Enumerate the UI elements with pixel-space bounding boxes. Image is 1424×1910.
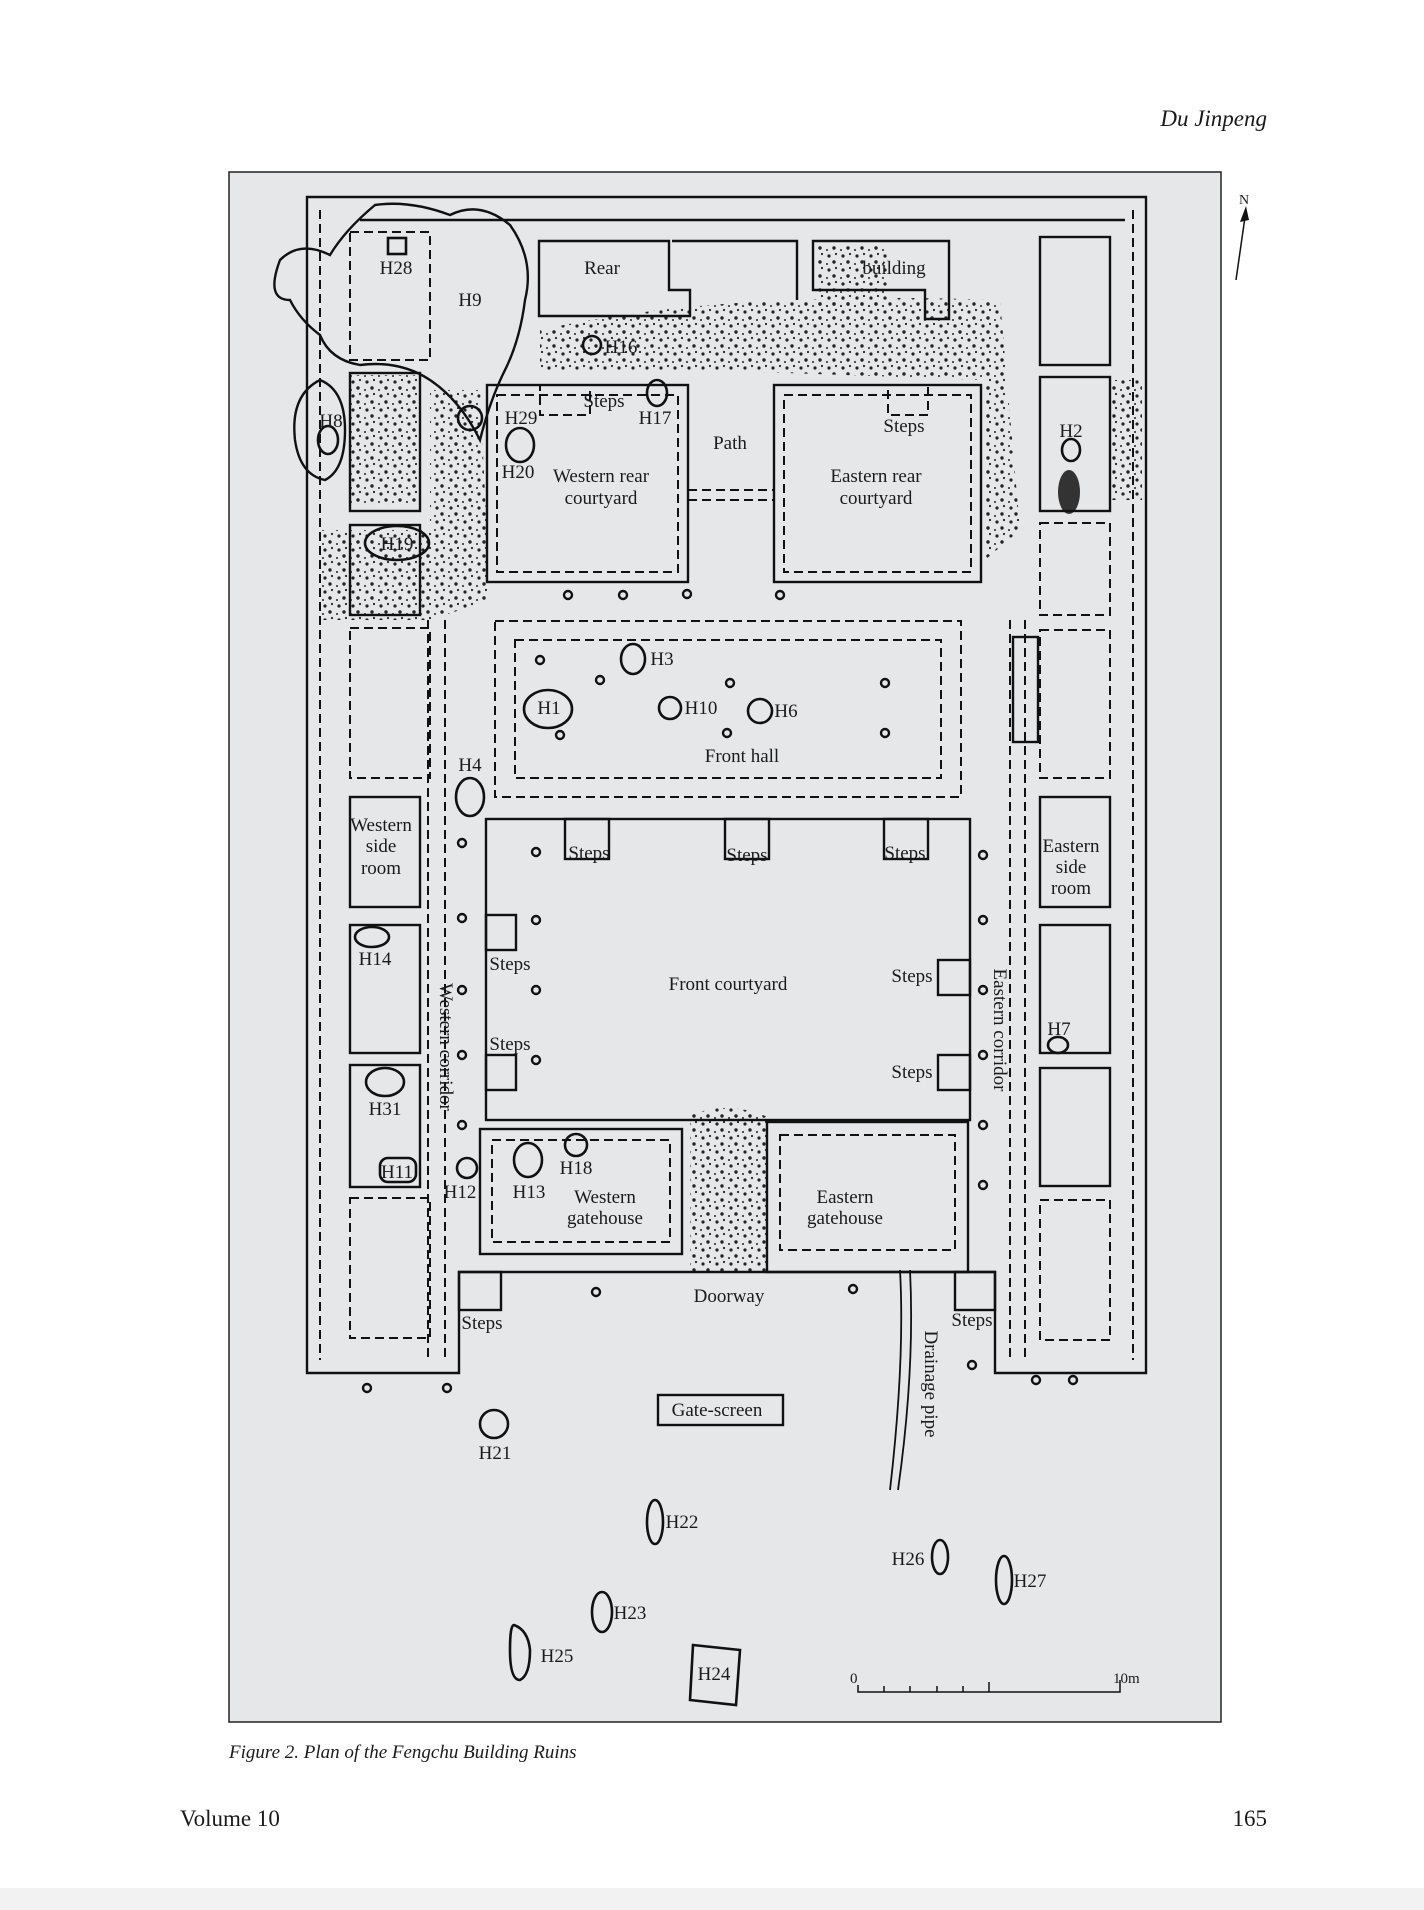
label-h28: H28: [380, 258, 413, 279]
label-h11: H11: [381, 1162, 413, 1183]
label-h1: H1: [537, 698, 560, 719]
label-drainage-pipe: Drainage pipe: [920, 1330, 941, 1437]
label-h10: H10: [685, 698, 718, 719]
drainage-pipe-line: [889, 1269, 913, 1491]
label-steps: Steps: [891, 966, 932, 987]
label-h7: H7: [1047, 1019, 1070, 1040]
label-h21: H21: [479, 1443, 512, 1464]
pit-h9-outline: [273, 202, 530, 444]
label-steps: Steps: [583, 391, 624, 412]
label-h26: H26: [892, 1549, 925, 1570]
label-steps: Steps: [568, 843, 609, 864]
label-h31: H31: [369, 1099, 402, 1120]
label-h22: H22: [666, 1512, 699, 1533]
label-h4: H4: [458, 755, 482, 776]
label-steps: Steps: [461, 1313, 502, 1334]
north-arrow: N: [1235, 193, 1249, 281]
label-h14: H14: [359, 949, 392, 970]
label-gate-screen: Gate-screen: [672, 1400, 763, 1421]
scale-end: 10m: [1113, 1671, 1140, 1687]
pit-h8-outline: [293, 378, 347, 482]
label-h12: H12: [444, 1182, 477, 1203]
label-steps: Steps: [951, 1310, 992, 1331]
label-eastern-corridor: Eastern corridor: [989, 969, 1010, 1093]
footer-page-number: 165: [1232, 1806, 1268, 1831]
label-eastern-rear-courtyard-2: courtyard: [840, 488, 913, 509]
stippled-deposits: [320, 245, 1142, 1275]
label-front-hall: Front hall: [705, 746, 779, 767]
label-steps: Steps: [726, 845, 767, 866]
label-doorway: Doorway: [694, 1286, 765, 1307]
footer-volume: Volume 10: [180, 1806, 280, 1831]
label-western-corridor: Western corridor: [435, 983, 456, 1111]
label-western-side-room-2: side: [366, 836, 397, 857]
label-h17: H17: [639, 408, 672, 429]
running-header-author: Du Jinpeng: [1160, 106, 1267, 131]
label-h6: H6: [774, 701, 797, 722]
label-eastern-rear-courtyard-1: Eastern rear: [830, 466, 922, 487]
label-front-courtyard: Front courtyard: [669, 974, 788, 995]
plan-labels: H28 H9 Rear building H16 Steps H17 H29 H…: [319, 258, 1100, 1685]
label-rear: Rear: [584, 258, 621, 279]
north-label: N: [1239, 193, 1249, 208]
label-h16: H16: [605, 337, 638, 358]
label-eastern-side-room-1: Eastern: [1043, 836, 1100, 857]
label-h8: H8: [319, 411, 342, 432]
label-western-gatehouse-2: gatehouse: [567, 1208, 643, 1229]
label-h18: H18: [560, 1158, 593, 1179]
label-steps: Steps: [884, 843, 925, 864]
label-h19: H19: [381, 534, 414, 555]
label-h27: H27: [1014, 1571, 1047, 1592]
label-h24: H24: [698, 1664, 731, 1685]
label-western-rear-courtyard-2: courtyard: [565, 488, 638, 509]
scale-bar: 0 10m: [850, 1671, 1140, 1693]
label-h13: H13: [513, 1182, 546, 1203]
label-h9: H9: [458, 290, 481, 311]
figure-caption: Figure 2. Plan of the Fengchu Building R…: [229, 1742, 577, 1763]
gate-screen-outline: [656, 1393, 785, 1427]
post-holes: [361, 588, 1079, 1394]
label-path: Path: [713, 433, 747, 454]
label-h2: H2: [1059, 421, 1082, 442]
label-western-side-room-1: Western: [350, 815, 412, 836]
label-h23: H23: [614, 1603, 647, 1624]
label-h25: H25: [541, 1646, 574, 1667]
label-western-rear-courtyard-1: Western rear: [553, 466, 650, 487]
label-building: building: [862, 258, 926, 279]
label-eastern-gatehouse-1: Eastern: [817, 1187, 874, 1208]
label-steps: Steps: [883, 416, 924, 437]
label-steps: Steps: [489, 954, 530, 975]
label-western-side-room-3: room: [361, 858, 401, 879]
label-steps: Steps: [891, 1062, 932, 1083]
bottom-strip: [0, 1888, 1424, 1910]
label-eastern-gatehouse-2: gatehouse: [807, 1208, 883, 1229]
label-steps: Steps: [489, 1034, 530, 1055]
label-h3: H3: [650, 649, 673, 670]
label-eastern-side-room-3: room: [1051, 878, 1091, 899]
label-eastern-side-room-2: side: [1056, 857, 1087, 878]
label-western-gatehouse-1: Western: [574, 1187, 636, 1208]
pits: [316, 236, 1082, 1707]
label-h29: H29: [505, 408, 538, 429]
scale-start: 0: [850, 1671, 858, 1687]
label-h20: H20: [502, 462, 535, 483]
walls: [305, 195, 1148, 1375]
